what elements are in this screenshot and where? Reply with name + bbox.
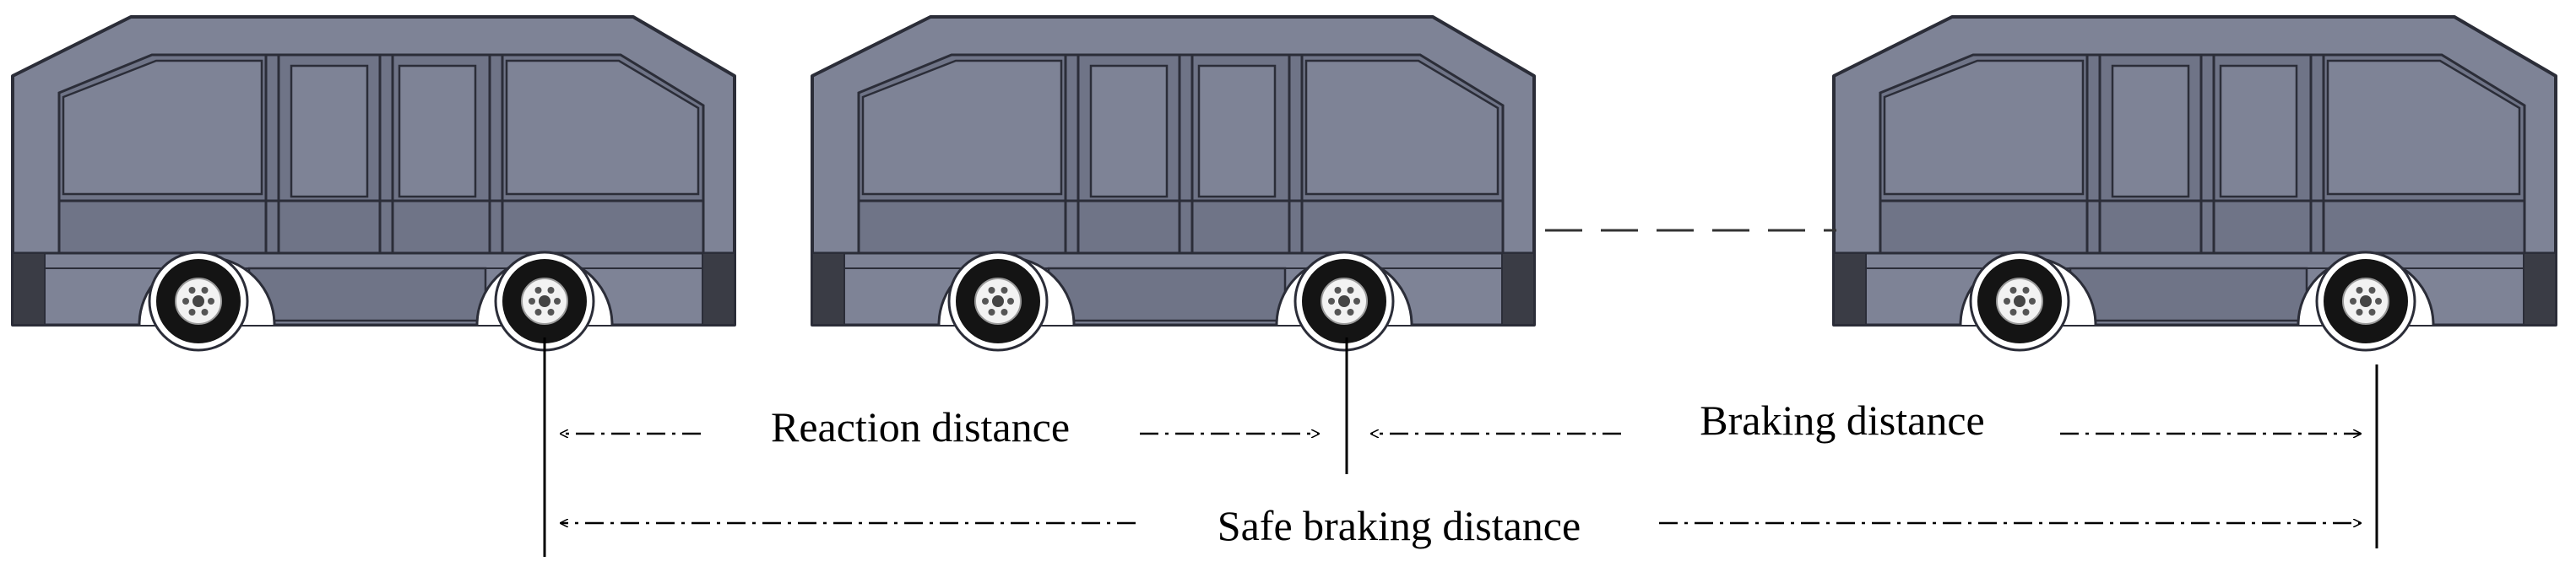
- window-left: [62, 59, 263, 196]
- front-bumper: [702, 252, 735, 326]
- rear-bumper: [1833, 252, 1867, 326]
- wheel-front: [1293, 251, 1395, 352]
- door-window-2: [398, 64, 477, 198]
- window-right: [1304, 59, 1500, 196]
- wheel-rear: [947, 251, 1049, 352]
- step-panel: [1047, 267, 1287, 322]
- vehicles: [11, 15, 2557, 352]
- window-left: [1883, 59, 2085, 196]
- safe-braking-distance-label: Safe braking distance: [1217, 502, 1581, 549]
- rear-bumper: [12, 252, 46, 326]
- door-window-2: [2219, 64, 2298, 198]
- window-right: [2326, 59, 2521, 196]
- door-window-1: [1089, 64, 1169, 198]
- wheel-rear: [1969, 251, 2070, 352]
- wheel-front: [494, 251, 595, 352]
- reaction-distance-label: Reaction distance: [771, 403, 1070, 451]
- front-bumper: [2523, 252, 2557, 326]
- vehicle-3: [1832, 15, 2557, 352]
- step-panel: [247, 267, 487, 322]
- door-window-1: [290, 64, 369, 198]
- wheel-front: [2315, 251, 2416, 352]
- wheel-rear: [148, 251, 249, 352]
- vehicle-2: [811, 15, 1536, 352]
- door-window-2: [1197, 64, 1277, 198]
- door-window-1: [2111, 64, 2190, 198]
- vehicle-1: [11, 15, 736, 352]
- braking-distance-label: Braking distance: [1700, 397, 1984, 444]
- rear-bumper: [811, 252, 845, 326]
- front-bumper: [1501, 252, 1535, 326]
- step-panel: [2069, 267, 2308, 322]
- window-right: [505, 59, 700, 196]
- window-left: [861, 59, 1063, 196]
